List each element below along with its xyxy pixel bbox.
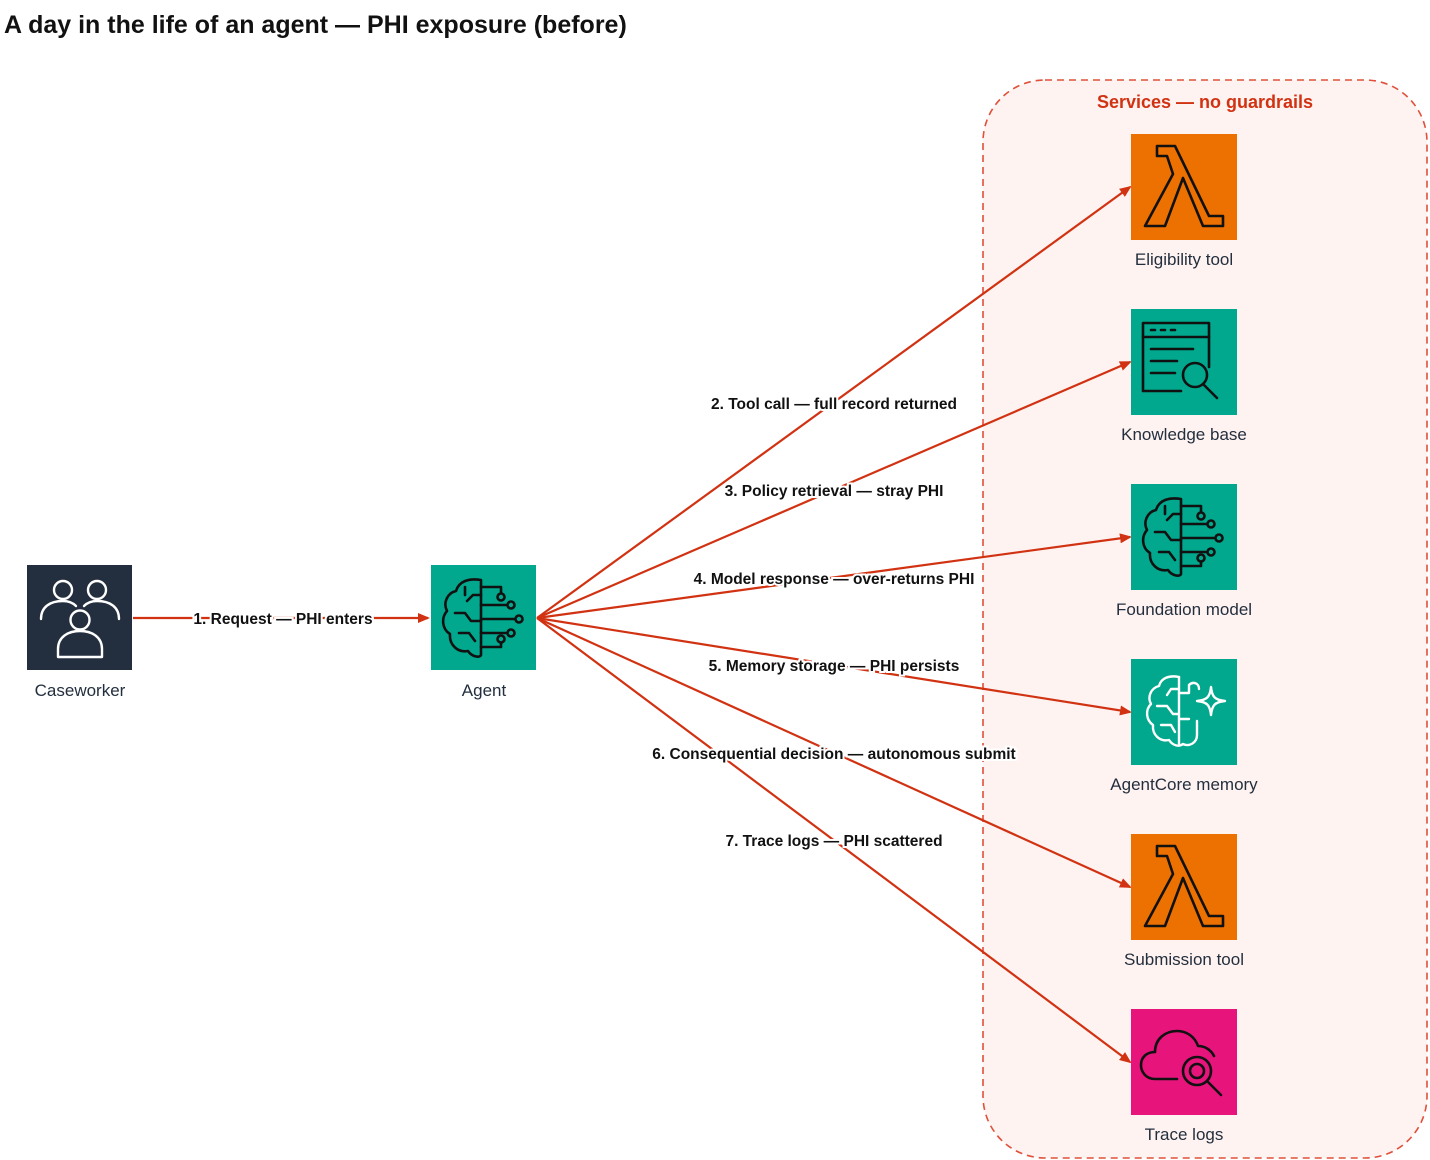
caseworker-label: Caseworker — [35, 681, 126, 700]
cloud-search-icon — [1139, 1029, 1223, 1097]
foundation-model-label: Foundation model — [1116, 600, 1252, 619]
node-submission-tool[interactable]: Submission tool — [1124, 834, 1244, 969]
knowledge-base-tile — [1131, 309, 1237, 415]
agent-label: Agent — [462, 681, 507, 700]
agentcore-memory-label: AgentCore memory — [1110, 775, 1258, 794]
services-group-label: Services — no guardrails — [1097, 92, 1313, 112]
search-document-icon — [1141, 321, 1219, 400]
edge-memory-storage-line — [536, 616, 1132, 716]
edge-label-policy-retrieval: 3. Policy retrieval — stray PHI — [725, 483, 944, 500]
page-title: A day in the life of an agent — PHI expo… — [4, 11, 627, 39]
brain-circuit-icon — [1141, 497, 1224, 577]
agentcore-memory-tile — [1131, 659, 1237, 765]
services-group: Services — no guardrails — [982, 79, 1428, 1159]
node-eligibility-tool[interactable]: Eligibility tool — [1131, 134, 1237, 269]
lambda-icon — [1143, 144, 1225, 228]
edge-decision-line — [536, 616, 1132, 889]
trace-logs-label: Trace logs — [1145, 1125, 1224, 1144]
edge-trace-logs-line — [536, 617, 1132, 1064]
edge-label-memory-storage: 5. Memory storage — PHI persists — [709, 658, 960, 675]
node-agent[interactable]: Agent — [431, 565, 536, 700]
edges — [133, 185, 1132, 1064]
caseworker-tile — [27, 565, 132, 670]
node-caseworker[interactable]: Caseworker — [27, 565, 132, 700]
agent-tile — [431, 565, 536, 670]
users-icon — [39, 579, 121, 659]
node-agentcore-memory[interactable]: AgentCore memory — [1110, 659, 1258, 794]
edge-tool-call-line — [536, 185, 1132, 619]
submission-tool-label: Submission tool — [1124, 950, 1244, 969]
node-knowledge-base[interactable]: Knowledge base — [1121, 309, 1247, 444]
brain-circuit-icon — [441, 578, 524, 658]
submission-tool-tile — [1131, 834, 1237, 940]
brain-sparkle-icon — [1145, 675, 1227, 747]
eligibility-tool-tile — [1131, 134, 1237, 240]
services-group-border — [982, 79, 1428, 1159]
edge-labels: 1. Request — PHI enters 2. Tool call — f… — [191, 394, 1017, 852]
edge-policy-retrieval-line — [536, 360, 1132, 620]
edge-label-decision: 6. Consequential decision — autonomous s… — [652, 746, 1015, 763]
knowledge-base-label: Knowledge base — [1121, 425, 1247, 444]
edge-label-trace-logs: 7. Trace logs — PHI scattered — [725, 833, 942, 850]
node-trace-logs[interactable]: Trace logs — [1131, 1009, 1237, 1144]
edge-label-tool-call: 2. Tool call — full record returned — [711, 396, 957, 413]
edge-label-request: 1. Request — PHI enters — [193, 611, 372, 628]
node-foundation-model[interactable]: Foundation model — [1116, 484, 1252, 619]
eligibility-tool-label: Eligibility tool — [1135, 250, 1233, 269]
edge-label-model-response: 4. Model response — over-returns PHI — [694, 571, 975, 588]
lambda-icon — [1143, 844, 1225, 928]
trace-logs-tile — [1131, 1009, 1237, 1115]
edge-model-response-line — [536, 533, 1132, 620]
